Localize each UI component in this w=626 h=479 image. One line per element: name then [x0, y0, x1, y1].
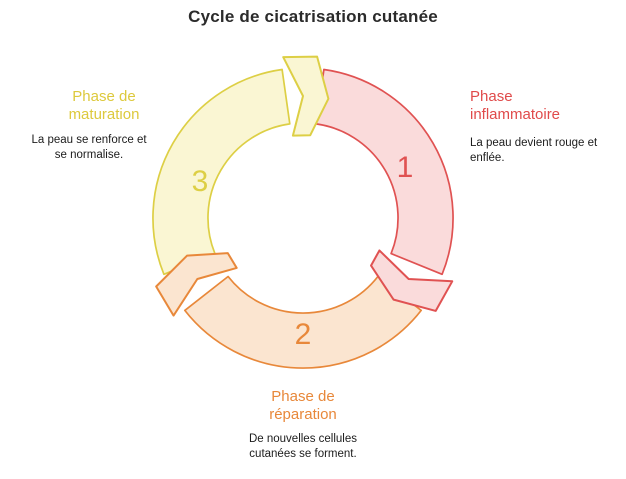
phase-description-maturation: La peau se renforce et se normalise.: [31, 134, 147, 162]
phase-label-repair: Phase de réparation: [269, 388, 337, 423]
phase-label-inflammatory: Phase inflammatoire: [470, 88, 561, 123]
phase-description-repair: De nouvelles cellules cutanées se formen…: [248, 433, 358, 461]
segment-inflammatory: [315, 68, 454, 276]
phase-number-repair: 2: [295, 318, 312, 351]
phase-description-inflammatory: La peau devient rouge et enflée.: [470, 137, 598, 165]
diagram-title: Cycle de cicatrisation cutanée: [188, 7, 438, 26]
arrow-inflammatory-to-repair-icon: [370, 249, 454, 312]
segment-repair: [183, 275, 423, 369]
arrow-repair-to-maturation-icon: [155, 252, 238, 317]
arrow-maturation-to-inflammatory-icon: [282, 55, 330, 137]
phase-number-inflammatory: 1: [397, 151, 414, 184]
phase-label-maturation: Phase de maturation: [68, 88, 140, 123]
phase-number-maturation: 3: [192, 165, 209, 198]
segment-maturation: [152, 68, 291, 276]
